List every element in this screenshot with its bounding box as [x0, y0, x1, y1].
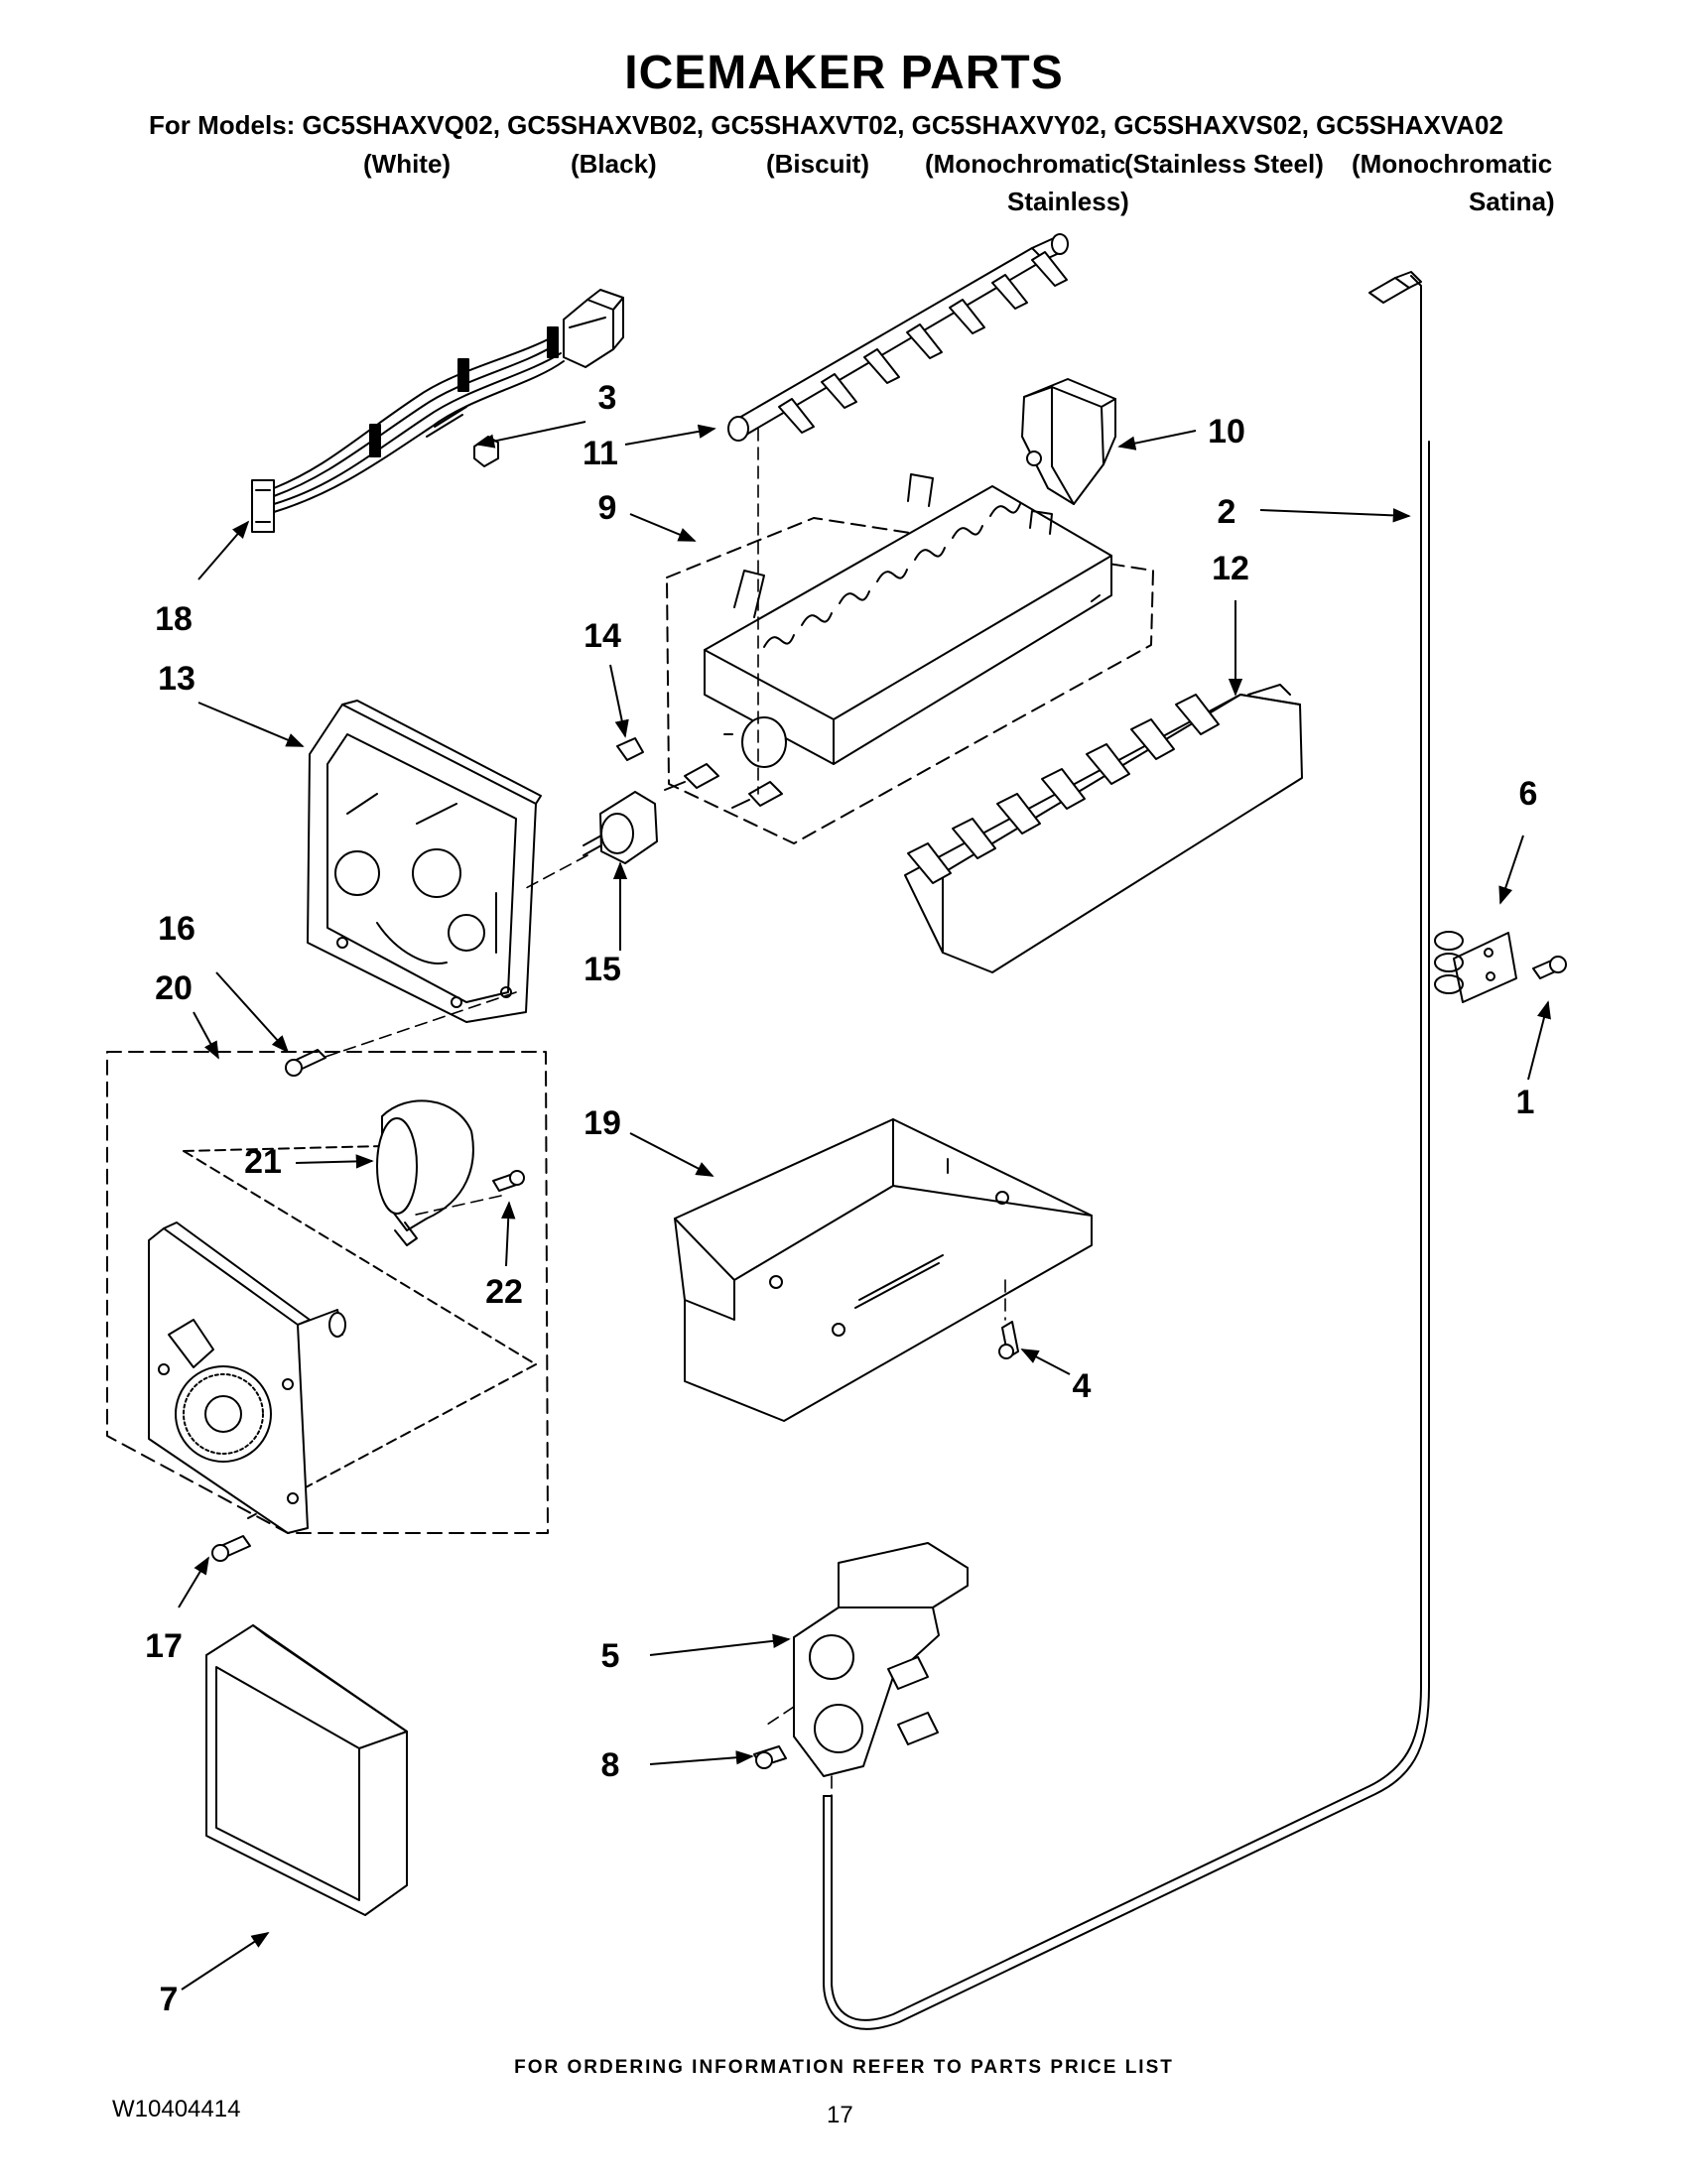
motor-assembly-dashed-outline — [106, 1051, 549, 1534]
fill-cup-illustration — [1021, 378, 1116, 505]
wire-harness-illustration — [251, 289, 624, 533]
label-3: 3 — [598, 379, 617, 417]
label-12: 12 — [1212, 550, 1249, 587]
label-6: 6 — [1519, 775, 1538, 813]
page-title: ICEMAKER PARTS — [624, 47, 1064, 99]
label-7: 7 — [160, 1981, 179, 2018]
color-black: (Black) — [571, 149, 657, 179]
screw-4-illustration — [998, 1321, 1019, 1359]
label-1: 1 — [1516, 1084, 1535, 1121]
label-22: 22 — [485, 1273, 523, 1311]
label-10: 10 — [1208, 413, 1245, 450]
label-11: 11 — [583, 435, 618, 472]
label-8: 8 — [601, 1746, 620, 1784]
motor-plate-illustration — [148, 1221, 346, 1534]
mold-illustration — [704, 473, 1112, 768]
motor-illustration — [376, 1099, 474, 1246]
label-16: 16 — [158, 910, 195, 948]
document-number: W10404414 — [112, 2096, 241, 2122]
color-stainless-line2: Stainless) — [1007, 187, 1129, 216]
color-biscuit: (Biscuit) — [766, 149, 869, 179]
ice-stripper-illustration — [904, 684, 1303, 973]
ejector-illustration — [727, 233, 1069, 442]
clamp-illustration — [1434, 931, 1517, 1003]
thermostat-illustration — [583, 791, 658, 864]
leader-arrows — [178, 421, 1551, 1991]
label-15: 15 — [584, 951, 621, 988]
color-stainless-steel: (Stainless Steel) — [1124, 149, 1324, 179]
models-line: For Models: GC5SHAXVQ02, GC5SHAXVB02, GC… — [149, 110, 1503, 140]
label-20: 20 — [155, 969, 193, 1007]
pin-illustrations — [664, 763, 783, 809]
label-9: 9 — [598, 489, 617, 527]
label-14: 14 — [584, 617, 621, 655]
control-housing-illustration — [307, 700, 542, 1023]
color-white: (White) — [363, 149, 452, 179]
ordering-note: FOR ORDERING INFORMATION REFER TO PARTS … — [514, 2057, 1174, 2078]
label-21: 21 — [244, 1143, 282, 1181]
mold-dashed-outline — [666, 517, 1154, 844]
label-17: 17 — [145, 1627, 183, 1665]
label-5: 5 — [601, 1637, 620, 1675]
bracket-illustration — [674, 1118, 1093, 1422]
screw-8-illustration — [753, 1745, 787, 1769]
label-19: 19 — [584, 1104, 621, 1142]
label-13: 13 — [158, 660, 195, 698]
color-satina-line2: Satina) — [1469, 187, 1555, 216]
alignment-lines — [322, 428, 1006, 1797]
screw-1-illustration — [1532, 956, 1567, 979]
water-valve-illustration — [793, 1542, 969, 1777]
part-labels: 1 2 3 4 5 6 7 8 9 10 11 12 13 14 15 16 1… — [145, 379, 1537, 2018]
label-4: 4 — [1073, 1367, 1092, 1405]
screw-16-illustration — [285, 1049, 326, 1077]
pad-illustration — [205, 1624, 408, 1916]
page-number: 17 — [827, 2102, 853, 2128]
small-clip-illustration — [616, 737, 644, 761]
fill-tube-illustration — [823, 271, 1430, 2030]
label-18: 18 — [155, 600, 193, 638]
color-monochromatic-2: (Monochromatic — [1352, 149, 1553, 179]
color-monochromatic-1: (Monochromatic — [925, 149, 1126, 179]
label-2: 2 — [1218, 493, 1236, 531]
screw-17-illustration — [211, 1535, 251, 1562]
screw-22-illustration — [492, 1170, 525, 1192]
